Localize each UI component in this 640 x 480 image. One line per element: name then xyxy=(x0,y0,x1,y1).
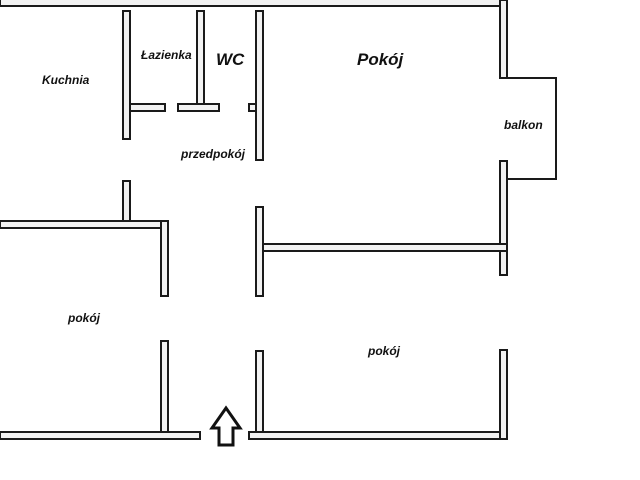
wall-kitchen-lower-horizontal xyxy=(0,220,169,229)
room-label-kuchnia: Kuchnia xyxy=(42,73,90,87)
wall-kitchen-lower-vertical xyxy=(122,180,131,222)
balcony-outline xyxy=(507,77,557,180)
wall-wc-room xyxy=(255,10,264,161)
wall-right-room-left xyxy=(255,350,264,439)
wall-right-upper xyxy=(499,0,508,79)
room-label-pokoj-main: Pokój xyxy=(357,50,404,69)
wall-central-horizontal xyxy=(262,243,508,252)
wall-top xyxy=(0,0,508,7)
wall-left-room-bottom xyxy=(0,431,201,440)
wall-right-room-bottom xyxy=(248,431,508,440)
wall-wc-room-stub xyxy=(248,103,257,112)
room-label-wc: WC xyxy=(216,50,245,69)
wall-bath-wc xyxy=(196,10,205,112)
room-label-przedpokoj: przedpokój xyxy=(181,147,246,161)
up-arrow-icon xyxy=(209,405,243,447)
wall-bath-wc-stub xyxy=(177,103,220,112)
wall-left-room-right-upper xyxy=(160,220,169,297)
wall-kitchen-bath-stub xyxy=(129,103,166,112)
wall-right-lower xyxy=(499,160,508,276)
wall-right-room-right xyxy=(499,349,508,440)
room-label-pokoj-right: pokój xyxy=(368,344,400,358)
wall-kitchen-bath xyxy=(122,10,131,140)
wall-left-room-right-lower xyxy=(160,340,169,439)
room-label-lazienka: Łazienka xyxy=(141,48,192,62)
wall-central-vertical xyxy=(255,206,264,297)
room-label-pokoj-left: pokój xyxy=(68,311,100,325)
room-label-balkon: balkon xyxy=(504,118,543,132)
